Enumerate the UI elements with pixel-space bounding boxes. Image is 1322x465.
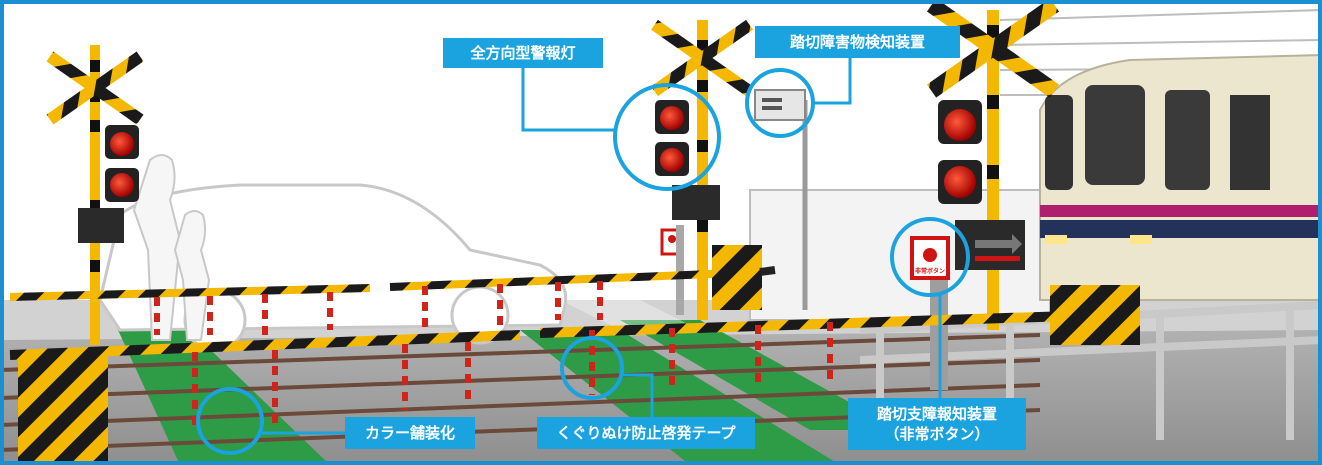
label-color-pavement: カラー舗装化 [345,417,475,449]
label-emergency-button: 踏切支障報知装置 （非常ボタン） [848,398,1026,450]
label-color-pavement-text: カラー舗装化 [364,424,455,442]
obstacle-detector-device [754,89,808,310]
crossing-pole-left [46,45,144,345]
label-warning-light: 全方向型警報灯 [443,38,603,68]
label-anti-passage-tape-text: くぐりぬけ防止啓発テープ [556,424,736,442]
train [1039,53,1322,345]
crossing-barrier-rear [9,266,776,301]
label-warning-light-text: 全方向型警報灯 [470,44,576,62]
crossing-barrier-front [9,310,1101,465]
label-obstacle-detector: 踏切障害物検知装置 [755,26,960,58]
label-emergency-button-line1: 踏切支障報知装置 [876,405,997,423]
ring-warning-light [613,83,721,191]
emergency-button-sign: 非常ボタン [914,268,945,275]
callout-leader-lines [262,58,942,435]
crossing-pole-right [926,0,1060,330]
ring-color-pavement [196,387,264,455]
anti-passage-bars [154,281,833,430]
ring-emergency-button [890,217,970,297]
label-obstacle-detector-text: 踏切障害物検知装置 [789,33,925,51]
background-building [749,9,1322,321]
ring-anti-passage-tape [560,336,624,400]
crossing-pole-center [651,19,762,320]
label-anti-passage-tape: くぐりぬけ防止啓発テープ [537,417,755,449]
label-emergency-button-line2: （非常ボタン） [884,425,990,443]
